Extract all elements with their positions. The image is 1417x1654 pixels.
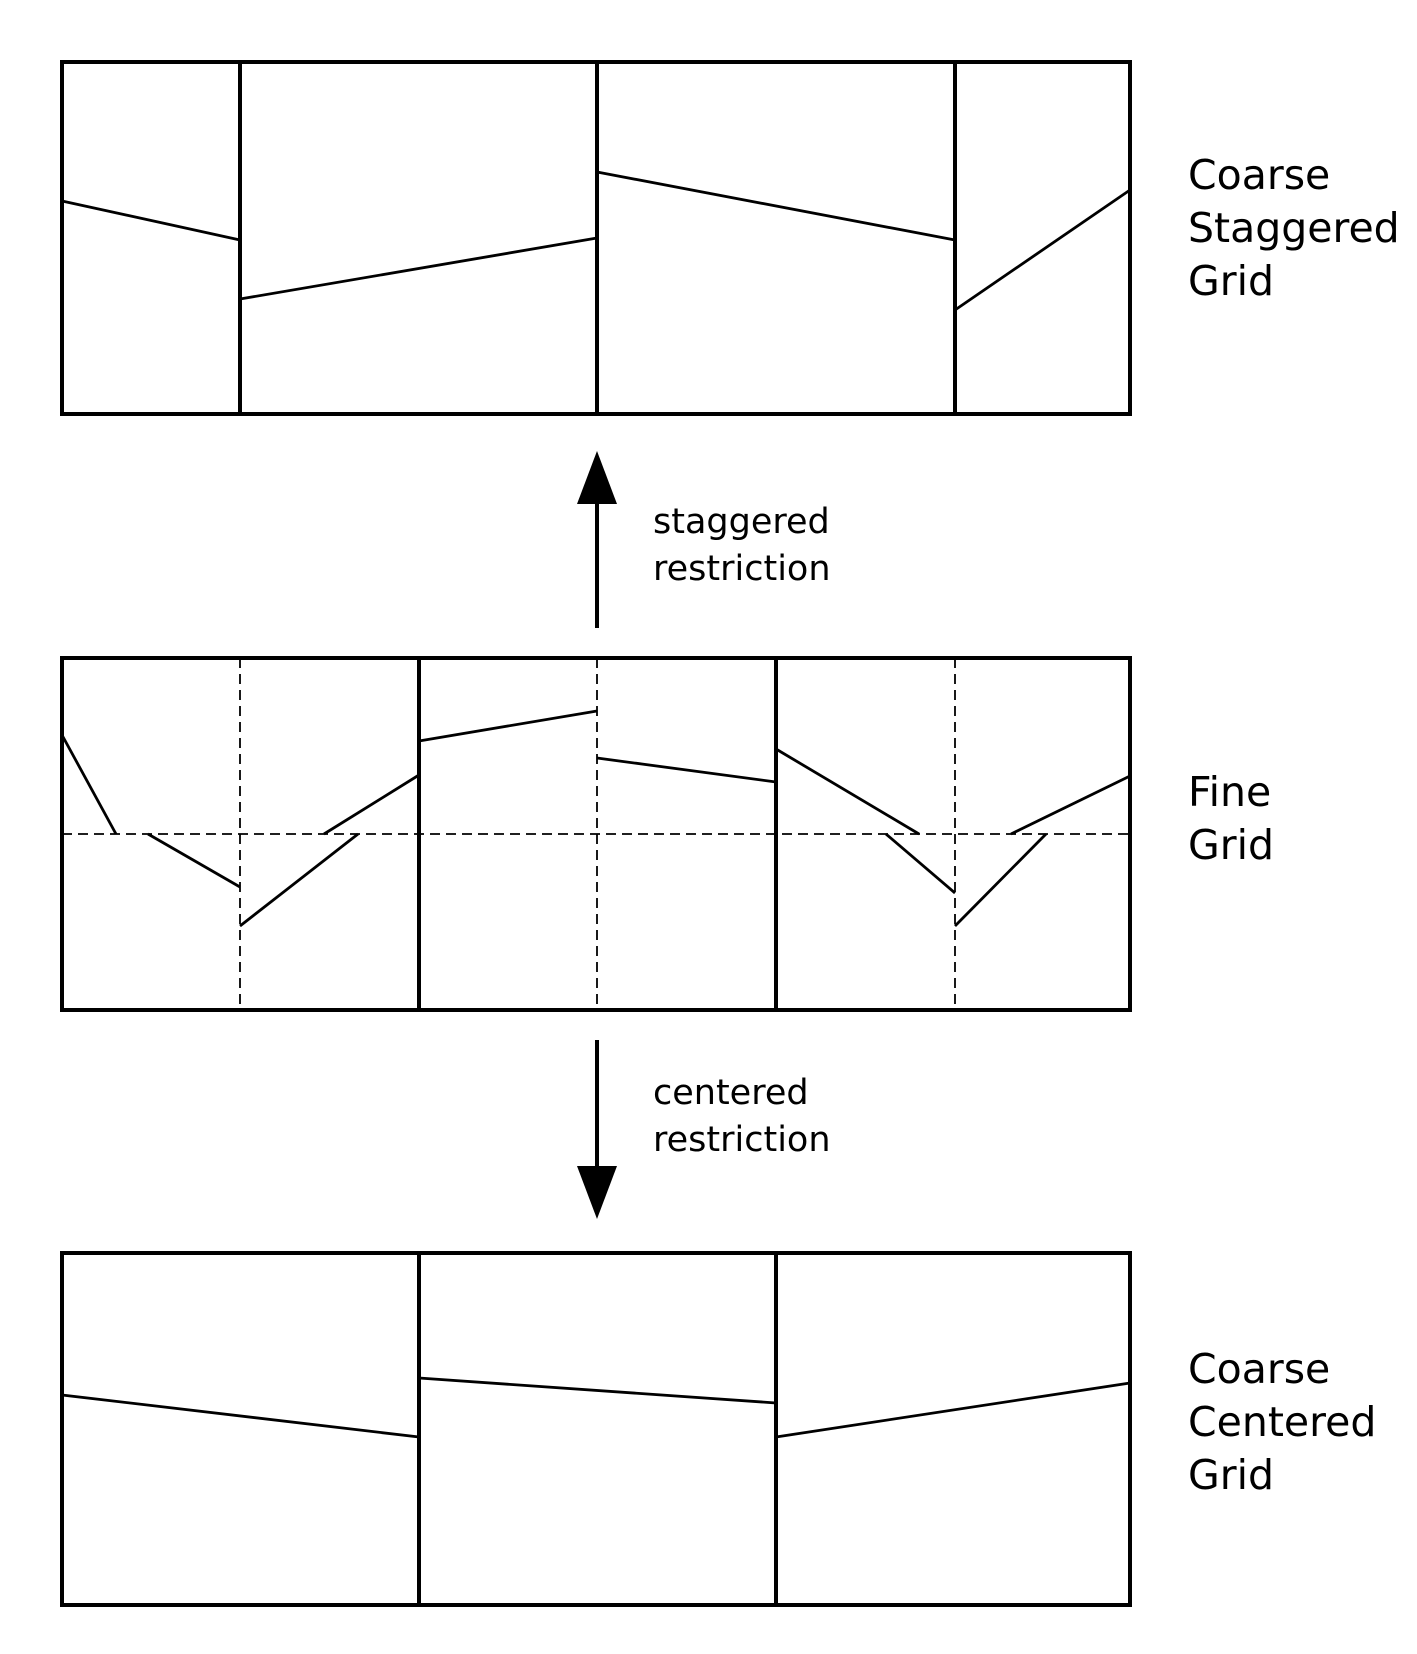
profile-segment: [147, 832, 241, 889]
coarse-staggered-grid-label-line-1: Coarse: [1188, 151, 1330, 199]
coarse-staggered-grid-label-line-2: Staggered: [1188, 204, 1400, 252]
profile-segment: [239, 236, 598, 301]
arrow-up-icon: [577, 451, 617, 504]
profile-segment: [418, 709, 598, 743]
profile-segment: [61, 199, 241, 242]
fine-grid-panel: [60, 656, 1132, 1012]
centered-restriction-arrow: [577, 1040, 617, 1219]
profile-segment: [954, 188, 1131, 312]
coarse-centered-grid-frame: [60, 1251, 1132, 1607]
profile-segment: [775, 1381, 1131, 1439]
profile-segment: [61, 1393, 420, 1439]
profile-segment: [596, 170, 956, 242]
profile-segment: [323, 773, 420, 836]
profile-segment: [775, 747, 920, 836]
fine-grid-label-line-1: Fine: [1188, 768, 1271, 816]
profile-segment: [239, 832, 359, 928]
coarse-staggered-grid-panel: [60, 60, 1132, 416]
profile-segment: [1010, 774, 1131, 836]
arrow-down-icon: [577, 1166, 617, 1219]
staggered-restriction-label-line-2: restriction: [653, 549, 831, 589]
centered-restriction-label-line-2: restriction: [653, 1120, 831, 1160]
coarse-centered-grid-label-line-1: Coarse: [1188, 1345, 1330, 1393]
coarse-centered-grid-panel: [60, 1251, 1132, 1607]
coarse-centered-grid-label-line-2: Centered: [1188, 1398, 1376, 1446]
fine-grid-label-line-2: Grid: [1188, 821, 1274, 869]
profile-segment: [954, 833, 1047, 927]
coarse-staggered-grid-label-line-3: Grid: [1188, 257, 1274, 305]
profile-segment: [885, 832, 956, 895]
profile-segment: [60, 734, 118, 835]
centered-restriction-label-line-1: centered: [653, 1073, 809, 1113]
profile-segment: [418, 1376, 777, 1405]
profile-segment: [596, 756, 777, 784]
staggered-restriction-label-line-1: staggered: [653, 502, 830, 542]
coarse-centered-grid-label-line-3: Grid: [1188, 1451, 1274, 1499]
staggered-restriction-arrow: [577, 451, 617, 628]
